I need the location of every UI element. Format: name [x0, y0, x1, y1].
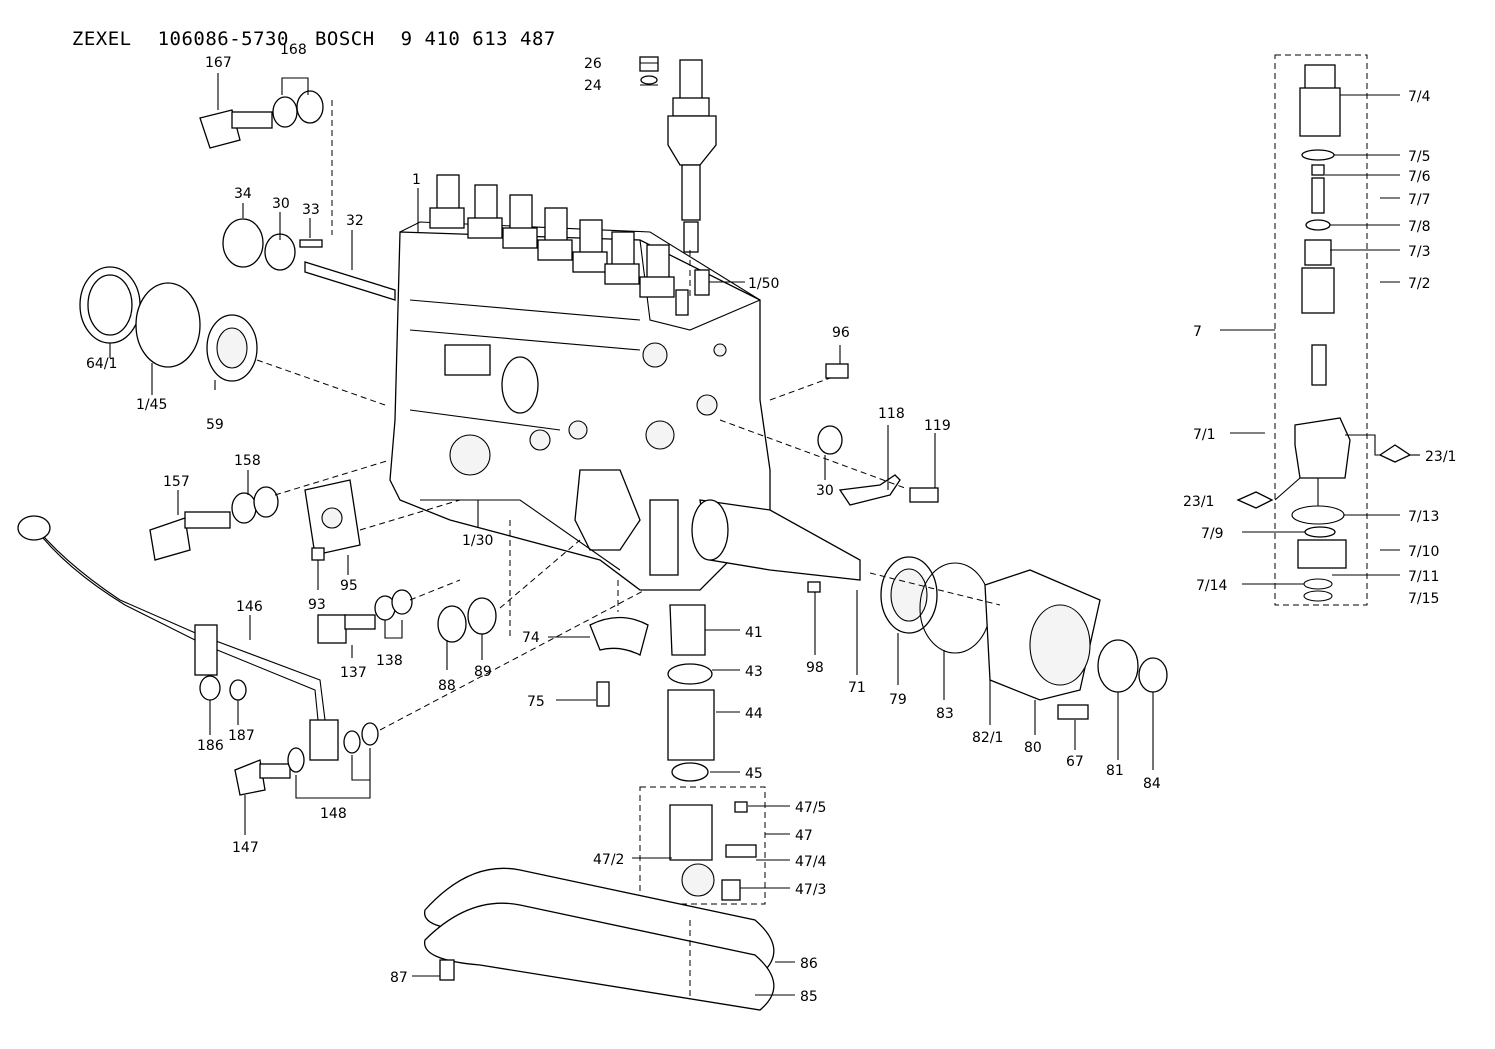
- callout-148: 148: [320, 806, 347, 822]
- callout-43: 43: [745, 664, 763, 680]
- callout-7-13: 7/13: [1408, 509, 1439, 525]
- alignment-lines: [256, 100, 1001, 1000]
- zexel-part-number: 106086-5730: [157, 28, 289, 50]
- callout-1-30: 1/30: [462, 533, 493, 549]
- bosch-part-number: 9 410 613 487: [400, 28, 556, 50]
- callout-95: 95: [340, 578, 358, 594]
- callout-1-45: 1/45: [136, 397, 167, 413]
- callout-84: 84: [1143, 776, 1161, 792]
- callout-88: 88: [438, 678, 456, 694]
- callout-47-2: 47/2: [593, 852, 624, 868]
- pump-housing: [389, 221, 771, 591]
- callout-1-50: 1/50: [748, 276, 779, 292]
- callout-7-1: 7/1: [1193, 427, 1216, 443]
- callout-7-3: 7/3: [1408, 244, 1431, 260]
- callout-7-5: 7/5: [1408, 149, 1431, 165]
- callout-45: 45: [745, 766, 763, 782]
- callout-47: 47: [795, 828, 813, 844]
- callout-47-3: 47/3: [795, 882, 826, 898]
- left-side-parts: [17, 90, 497, 796]
- callout-7-14: 7/14: [1196, 578, 1228, 594]
- delivery-valve-holders: [429, 174, 675, 298]
- callout-47-5: 47/5: [795, 800, 826, 816]
- callout-7-7: 7/7: [1408, 192, 1431, 208]
- callout-80: 80: [1024, 740, 1042, 756]
- leader-lines: [109, 62, 1420, 996]
- diagram-header: ZEXEL 106086-5730 BOSCH 9 410 613 487: [48, 6, 556, 50]
- callout-59: 59: [206, 417, 224, 433]
- callout-7-8: 7/8: [1408, 219, 1431, 235]
- callout-96: 96: [832, 325, 850, 341]
- callout-7-2: 7/2: [1408, 276, 1431, 292]
- callout-146: 146: [236, 599, 263, 615]
- callout-89: 89: [474, 664, 492, 680]
- callout-7-15: 7/15: [1408, 591, 1439, 607]
- callout-83: 83: [936, 706, 954, 722]
- callout-34: 34: [234, 186, 252, 202]
- callout-186: 186: [197, 738, 224, 754]
- brand-zexel: ZEXEL: [71, 28, 132, 50]
- brand-bosch: BOSCH: [314, 28, 375, 50]
- callout-79: 79: [889, 692, 907, 708]
- callout-86: 86: [800, 956, 818, 972]
- callout-157: 157: [163, 474, 190, 490]
- callout-87: 87: [390, 970, 408, 986]
- right-side-parts: [589, 363, 1168, 782]
- callout-44: 44: [745, 706, 763, 722]
- callout-81: 81: [1106, 763, 1124, 779]
- callout-167: 167: [205, 55, 232, 71]
- callout-85: 85: [800, 989, 818, 1005]
- callout-7: 7: [1193, 324, 1202, 340]
- callout-82-1: 82/1: [972, 730, 1003, 746]
- callout-74: 74: [522, 630, 540, 646]
- callout-187: 187: [228, 728, 255, 744]
- callout-23-1-right: 23/1: [1425, 449, 1456, 465]
- callout-47-4: 47/4: [795, 854, 827, 870]
- callout-75: 75: [527, 694, 545, 710]
- callout-119: 119: [924, 418, 951, 434]
- callout-7-9: 7/9: [1201, 526, 1224, 542]
- callout-98: 98: [806, 660, 824, 676]
- callout-7-11: 7/11: [1408, 569, 1439, 585]
- callout-7-4: 7/4: [1408, 89, 1431, 105]
- part-number-callouts: 167 168 26 24 34 30 33 32 1 1/50 64/1 1/…: [86, 42, 1456, 1005]
- callout-7-10: 7/10: [1408, 544, 1439, 560]
- callout-67: 67: [1066, 754, 1084, 770]
- callout-26: 26: [584, 56, 602, 72]
- callout-64-1: 64/1: [86, 356, 117, 372]
- callout-32: 32: [346, 213, 364, 229]
- callout-137: 137: [340, 665, 367, 681]
- roller-tappet-assembly: [639, 786, 766, 905]
- callout-1: 1: [412, 172, 421, 188]
- callout-30-b: 30: [816, 483, 834, 499]
- callout-118: 118: [878, 406, 905, 422]
- callout-71: 71: [848, 680, 866, 696]
- callout-168: 168: [280, 42, 307, 58]
- inset-delivery-valve-detail: [1236, 54, 1412, 606]
- callout-23-1-left: 23/1: [1183, 494, 1214, 510]
- callout-41: 41: [745, 625, 763, 641]
- callout-30: 30: [272, 196, 290, 212]
- base-plates: [424, 867, 775, 1011]
- callout-93: 93: [308, 597, 326, 613]
- callout-33: 33: [302, 202, 320, 218]
- callout-7-6: 7/6: [1408, 169, 1431, 185]
- callout-147: 147: [232, 840, 259, 856]
- callout-138: 138: [376, 653, 403, 669]
- callout-158: 158: [234, 453, 261, 469]
- callout-24: 24: [584, 78, 602, 94]
